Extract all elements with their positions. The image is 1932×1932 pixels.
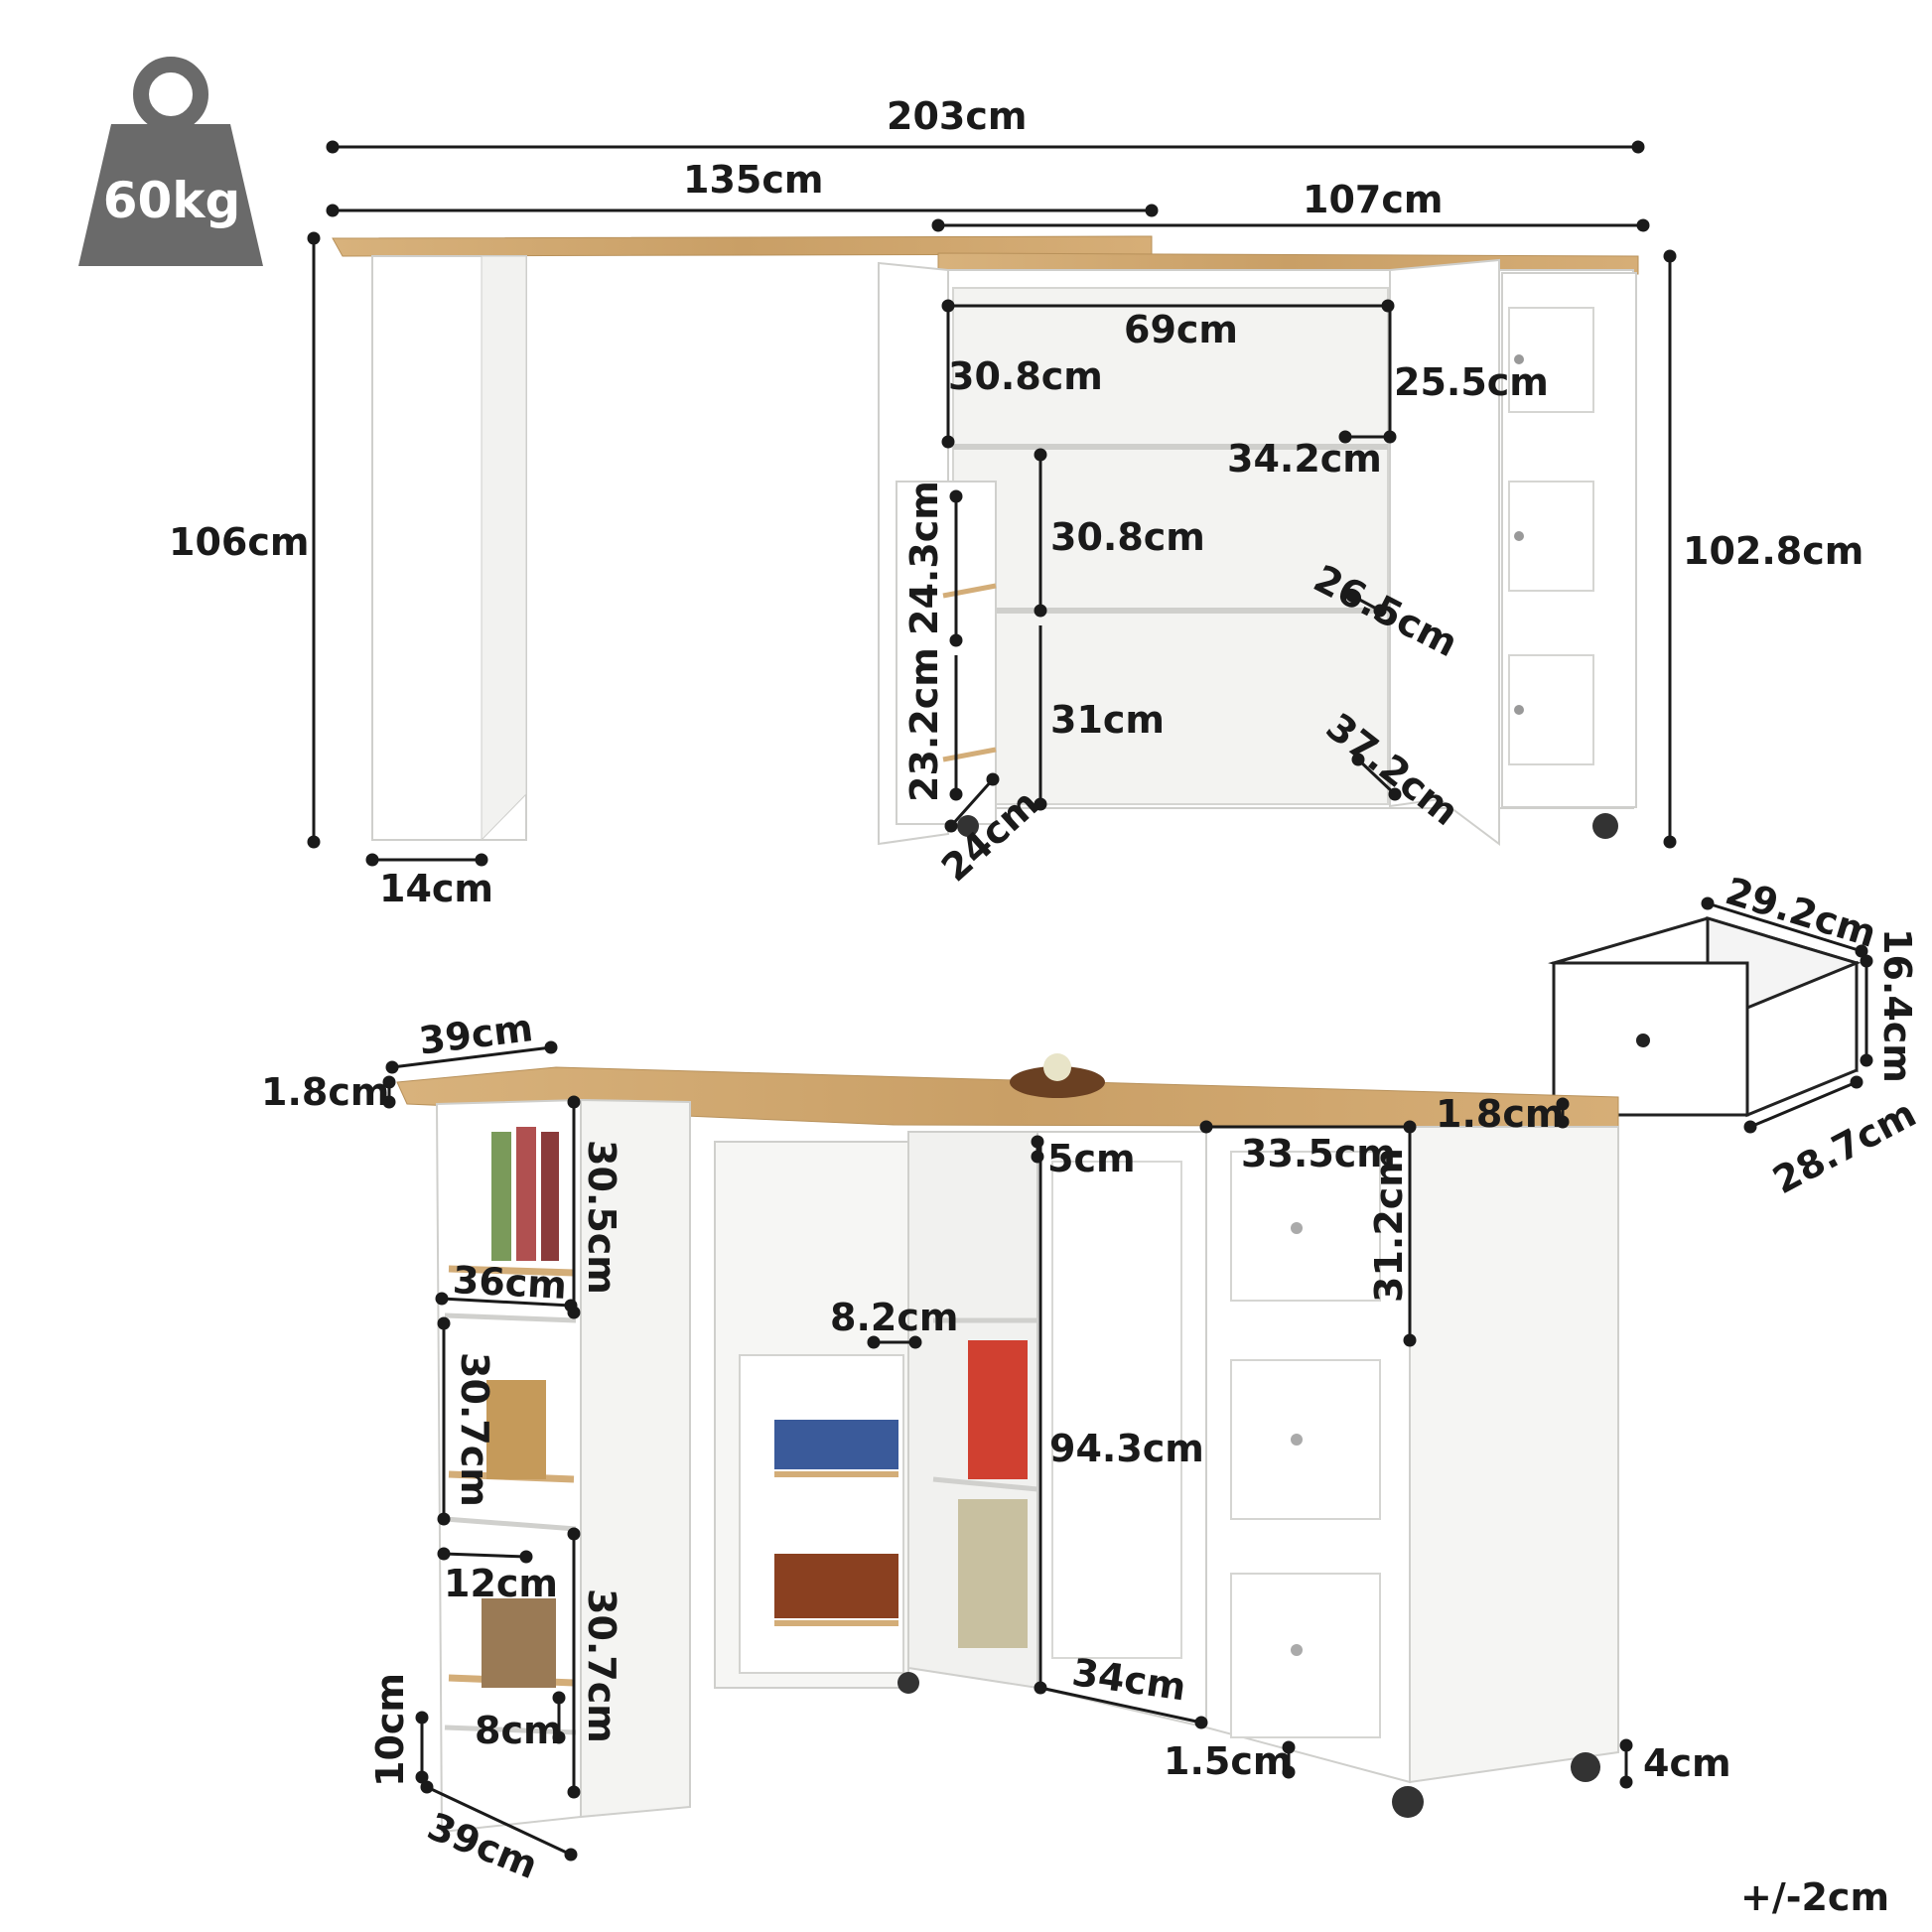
middle-shelf-height-label: 30.8cm — [1050, 515, 1205, 559]
door-rack-upper-label: 24.3cm — [902, 481, 946, 635]
lower-shelf-height-label: 31cm — [1050, 698, 1166, 742]
upper-shelf-height-label: 30.8cm — [948, 354, 1103, 398]
drawer-icon — [1548, 915, 1862, 1118]
weight-icon — [78, 57, 263, 266]
top-furniture — [332, 235, 1639, 846]
rack-lower-height-label: 30.7cm — [580, 1588, 623, 1743]
top-thickness-left-label: 1.8cm — [261, 1070, 390, 1114]
door-gap-label: 5cm — [1047, 1137, 1136, 1180]
caster-height-label: 4cm — [1643, 1741, 1731, 1785]
rack-rail-height-label: 8cm — [475, 1709, 563, 1752]
door-shelf-height-label: 25.5cm — [1394, 360, 1549, 404]
leg-width-label: 14cm — [379, 867, 494, 910]
dimension-lines — [307, 140, 1873, 1862]
shelf-depth-label: 34.2cm — [1227, 437, 1382, 481]
bottom-thickness-label: 1.5cm — [1164, 1739, 1293, 1783]
weight-label: 60kg — [102, 172, 241, 229]
door-rack-lower-label: 23.2cm — [902, 647, 946, 802]
rack-width-label: 36cm — [451, 1258, 569, 1308]
door-shelf-depth-label: 8.2cm — [830, 1296, 959, 1339]
base-height-label: 10cm — [368, 1672, 412, 1787]
drawer-front-height-label: 31.2cm — [1367, 1148, 1411, 1303]
top-thickness-right-label: 1.8cm — [1436, 1092, 1565, 1136]
drawer-front-width-label: 33.5cm — [1241, 1132, 1396, 1175]
cabinet-inner-height-label: 94.3cm — [1049, 1427, 1204, 1470]
tolerance-label: +/-2cm — [1740, 1875, 1890, 1919]
rack-shelf-depth-label: 12cm — [444, 1562, 559, 1605]
total-length-label: 203cm — [887, 94, 1028, 138]
desk-length-label: 135cm — [683, 158, 824, 202]
rack-upper-height-label: 30.5cm — [580, 1140, 623, 1295]
cabinet-length-label: 107cm — [1303, 178, 1444, 221]
drawer-height-label: 16.4cm — [1875, 928, 1919, 1083]
rack-mid-height-label: 30.7cm — [453, 1352, 496, 1507]
cabinet-height-label: 102.8cm — [1683, 529, 1864, 573]
inner-width-label: 69cm — [1124, 308, 1239, 351]
desk-height-label: 106cm — [169, 520, 310, 564]
